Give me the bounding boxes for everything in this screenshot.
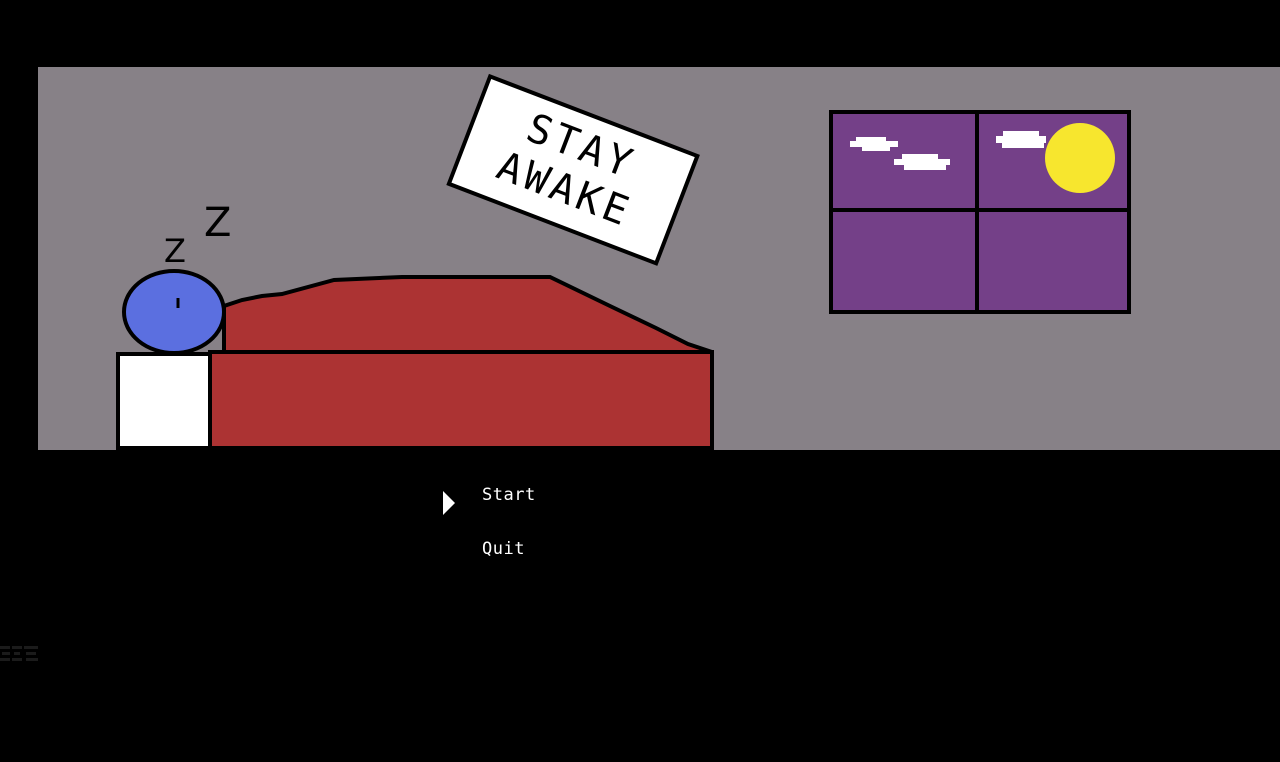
sun-icon: [1045, 123, 1115, 193]
bed-blanket: [222, 275, 713, 354]
menu-quit-option[interactable]: Quit: [482, 539, 525, 559]
sleeping-player: [122, 269, 226, 355]
bed-base: [208, 350, 714, 450]
sleep-z-small: Z: [164, 232, 186, 270]
sleep-z-large: Z: [204, 200, 231, 246]
stay-awake-sign: STAY AWAKE: [446, 73, 700, 266]
debug-glyph-icon: [0, 646, 38, 661]
triangle-pointer-icon: [443, 491, 455, 515]
menu-start-option[interactable]: Start: [482, 485, 536, 505]
bed-pillow: [116, 352, 212, 450]
cloud-icon: [996, 131, 1046, 148]
sign-board: [446, 73, 700, 266]
bedroom-window: [829, 110, 1131, 314]
cloud-icon: [850, 137, 898, 151]
cloud-icon: [894, 154, 950, 170]
